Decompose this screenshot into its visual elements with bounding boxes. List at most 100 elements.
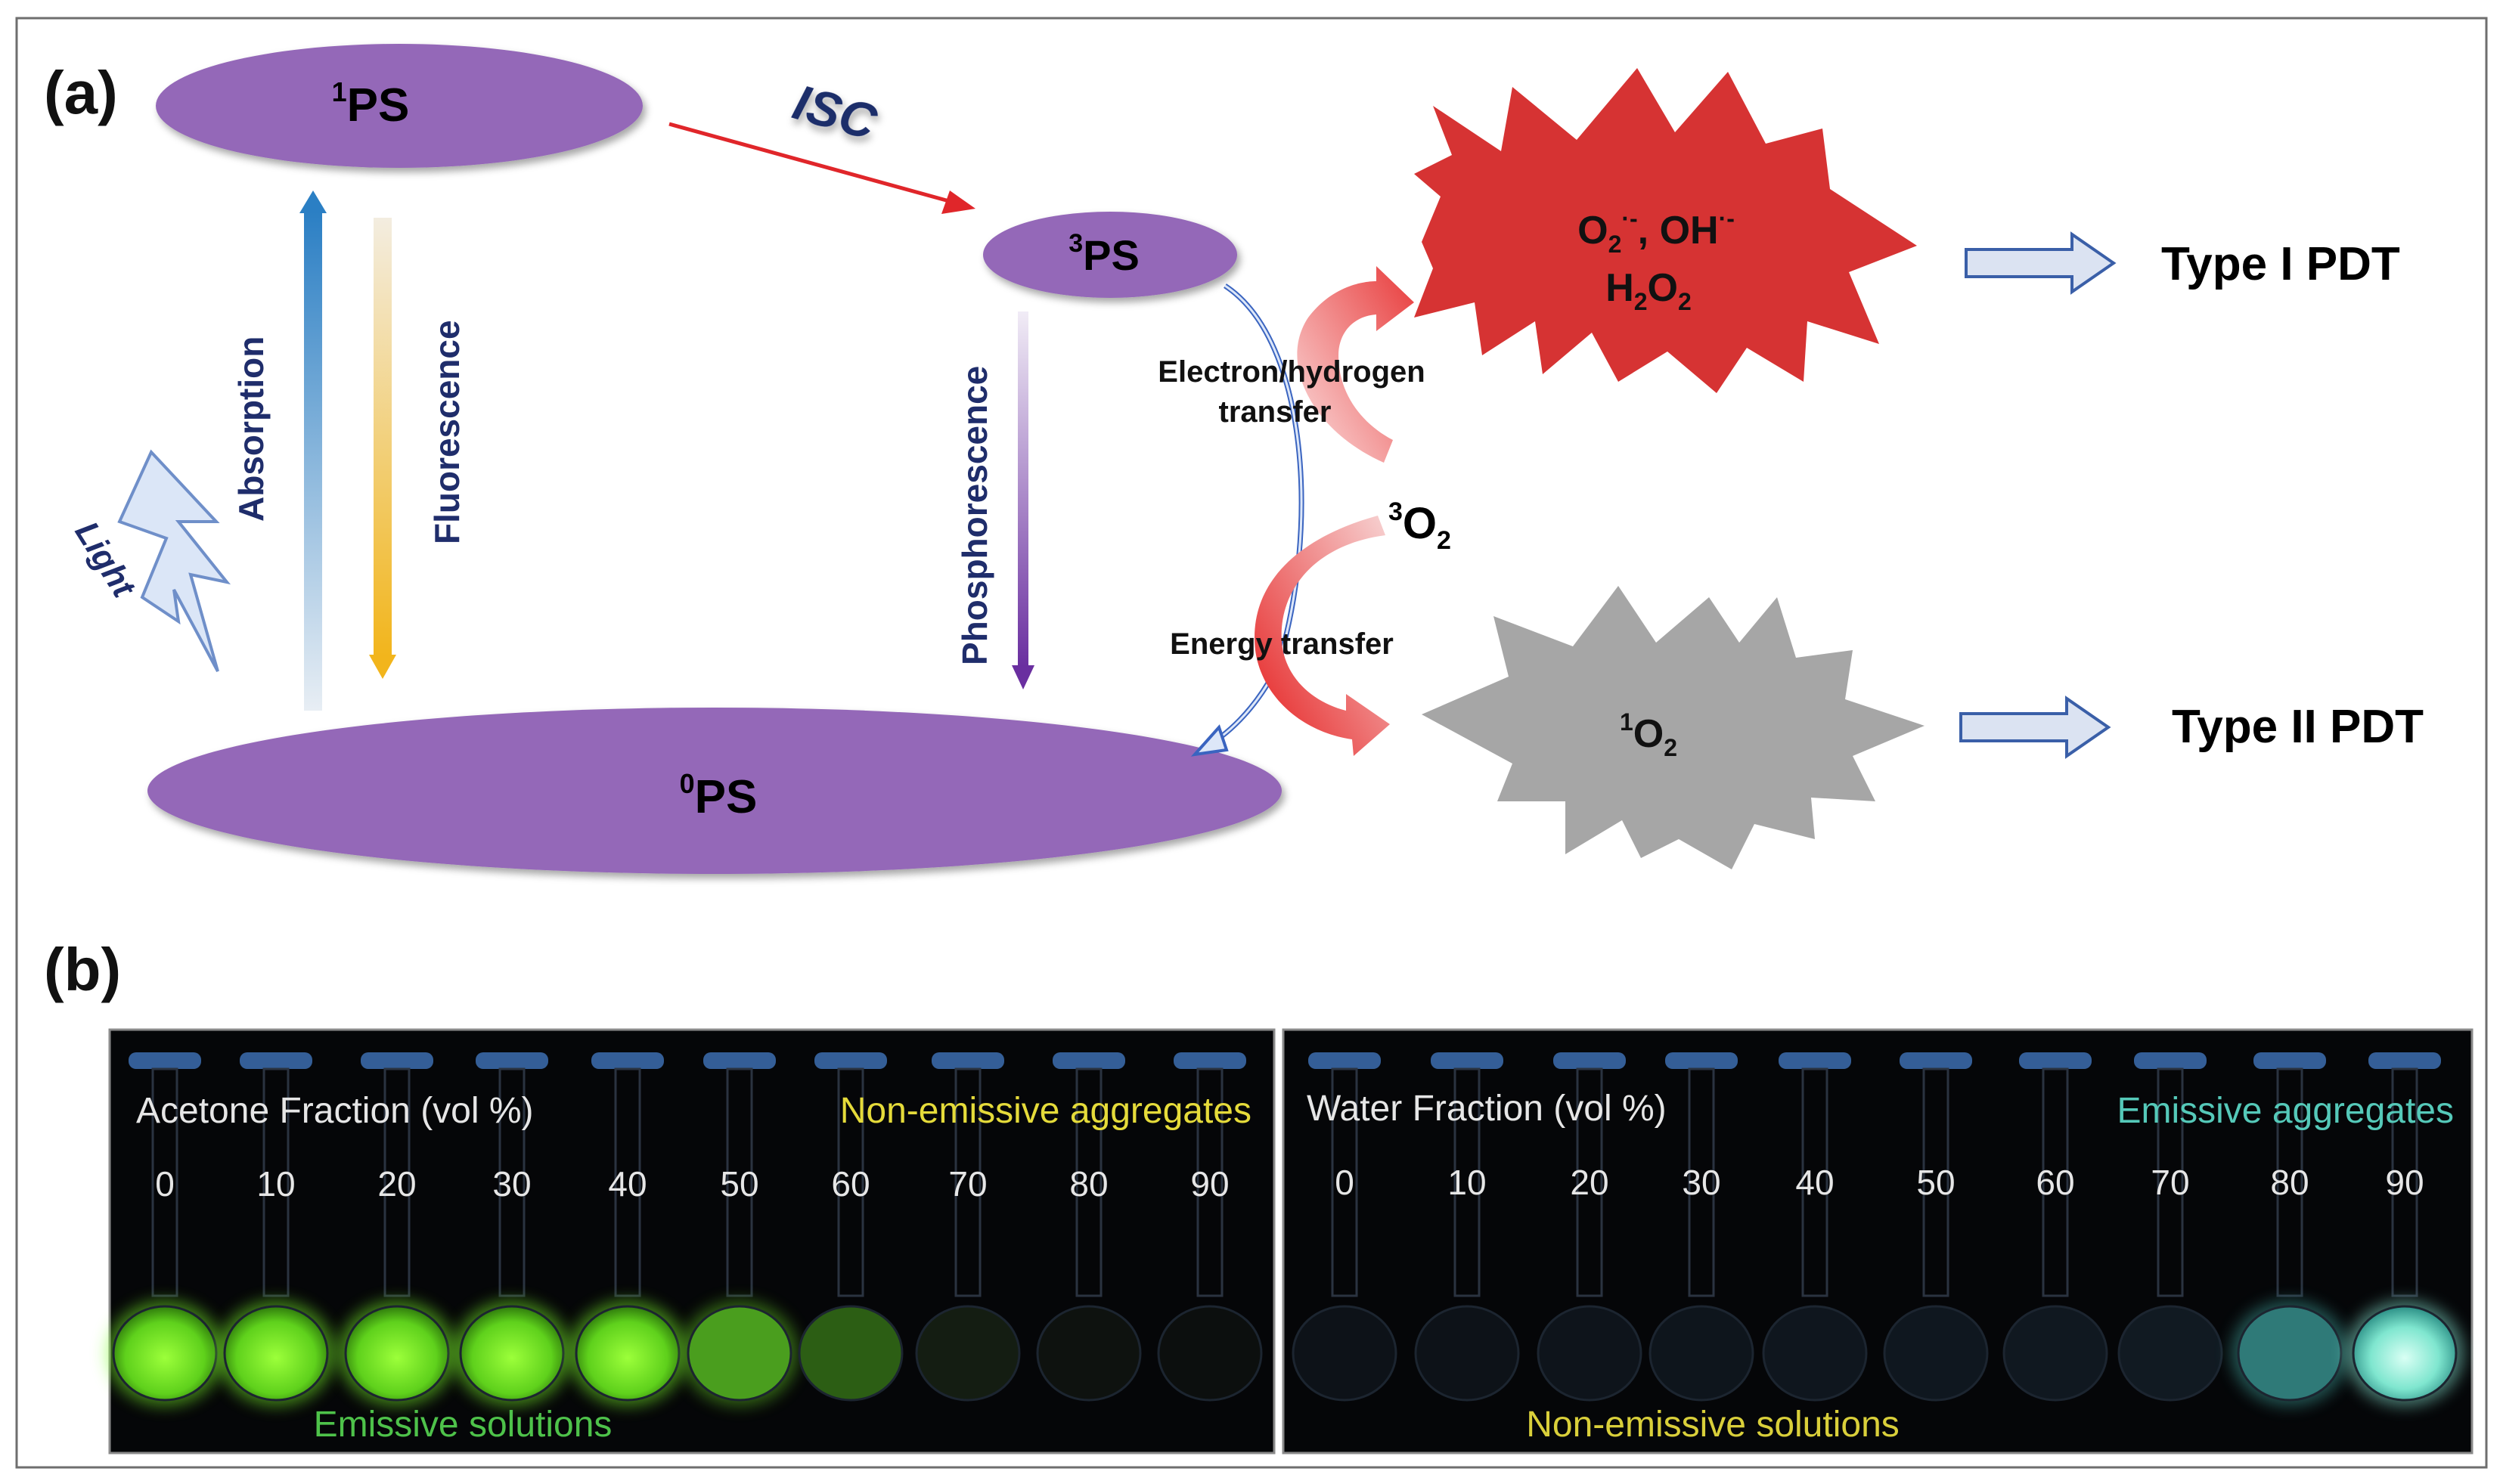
water-fraction-title: Water Fraction (vol %) (1307, 1089, 1667, 1129)
water-flask-cap (1431, 1052, 1503, 1069)
acetone-flask-cap (129, 1052, 201, 1069)
water-flask-neck (1801, 1067, 1828, 1297)
water-flask-cap (2134, 1052, 2207, 1069)
ground-state-label: 0PS (680, 768, 758, 823)
acetone-flask-cap (591, 1052, 664, 1069)
panel-b-label: (b) (44, 936, 121, 1003)
absorption-arrow (304, 212, 322, 711)
water-fraction-80: 80 (2270, 1163, 2309, 1202)
type2-outcome-arrow (1959, 696, 2111, 759)
acetone-flask-1 (217, 1052, 335, 1406)
acetone-flask-bulb (798, 1305, 904, 1402)
acetone-fraction-90: 90 (1190, 1164, 1229, 1204)
type1-ros-starburst (1414, 68, 1917, 393)
water-fraction-60: 60 (2036, 1163, 2074, 1202)
water-fraction-40: 40 (1795, 1163, 1834, 1202)
acetone-flask-cap (814, 1052, 887, 1069)
electron-transfer-arrow (1297, 266, 1414, 463)
water-flask-5 (1883, 1052, 1989, 1402)
acetone-flask-5 (681, 1052, 799, 1406)
electron-transfer-label-line2: transfer (1219, 395, 1332, 429)
water-flask-bulb (1292, 1305, 1397, 1402)
water-flask-cap (2368, 1052, 2441, 1069)
water-flask-cap (1665, 1052, 1738, 1069)
fluorescence-arrowhead (369, 655, 396, 679)
acetone-fraction-70: 70 (948, 1164, 987, 1204)
panel-b: (b) Acetone Fraction (vol %) Non-emissiv… (44, 936, 2474, 1455)
fluorescence-arrow (374, 218, 392, 656)
type2-pdt-label: Type II PDT (2172, 701, 2424, 753)
acetone-flask-0 (106, 1052, 224, 1406)
acetone-flask-neck (383, 1067, 411, 1297)
energy-transfer-label: Energy transfer (1170, 627, 1394, 661)
water-flask-bulb (2352, 1305, 2458, 1402)
acetone-flask-9 (1157, 1052, 1263, 1402)
phosphorescence-label: Phosphorescence (955, 366, 994, 665)
acetone-flask-cap (1053, 1052, 1125, 1069)
acetone-fraction-title: Acetone Fraction (vol %) (136, 1091, 534, 1131)
type1-ros-line1: O2·-, OH·- (1577, 205, 1735, 258)
water-flask-row (1292, 1052, 2464, 1406)
singlet-excited-state-label: 1PS (332, 76, 410, 132)
water-fraction-90: 90 (2385, 1163, 2424, 1202)
acetone-flask-8 (1036, 1052, 1142, 1402)
type1-pdt-label: Type I PDT (2161, 238, 2400, 290)
acetone-flask-neck (726, 1067, 753, 1297)
acetone-flask-cap (703, 1052, 776, 1069)
acetone-flask-row (106, 1052, 1263, 1406)
water-flask-neck (2157, 1067, 2184, 1297)
isc-label: ISC (787, 73, 883, 150)
acetone-flask-bulb (915, 1305, 1021, 1402)
acetone-flask-neck (837, 1067, 864, 1297)
water-flask-cap (1779, 1052, 1851, 1069)
acetone-flask-neck (954, 1067, 982, 1297)
acetone-fraction-60: 60 (831, 1164, 870, 1204)
water-flask-bulb (2117, 1305, 2223, 1402)
acetone-fraction-labels: 0 10 20 30 40 50 60 70 80 90 (155, 1164, 1229, 1204)
acetone-flask-4 (569, 1052, 687, 1406)
type1-outcome-arrow (1965, 231, 2117, 295)
water-flask-neck (2276, 1067, 2303, 1297)
phosphorescence-arrow (1018, 311, 1028, 667)
water-flask-neck (1331, 1067, 1358, 1297)
acetone-flask-cap (1174, 1052, 1246, 1069)
light-label: Light (68, 515, 144, 605)
acetone-flask-bulb (344, 1305, 450, 1402)
water-flask-cap (2253, 1052, 2326, 1069)
acetone-flask-cap (932, 1052, 1004, 1069)
light-bolt-icon (117, 449, 231, 672)
electron-transfer-label-line1: Electron/hydrogen (1158, 355, 1425, 389)
acetone-flask-7 (915, 1052, 1021, 1402)
water-flask-cap (1308, 1052, 1381, 1069)
water-fraction-labels: 0 10 20 30 40 50 60 70 80 90 (1335, 1163, 2424, 1202)
water-flask-bulb (1414, 1305, 1520, 1402)
isc-arrowhead (941, 191, 975, 214)
emissive-solutions-label: Emissive solutions (314, 1405, 613, 1445)
water-flask-6 (2002, 1052, 2108, 1402)
acetone-flask-bulb (1157, 1305, 1263, 1402)
water-flask-neck (2391, 1067, 2418, 1297)
acetone-fraction-40: 40 (608, 1164, 647, 1204)
water-flask-0 (1292, 1052, 1397, 1402)
acetone-flask-3 (453, 1052, 571, 1406)
non-emissive-solutions-label: Non-emissive solutions (1526, 1405, 1900, 1445)
acetone-flask-cap (240, 1052, 312, 1069)
emissive-aggregates-label: Emissive aggregates (2117, 1091, 2454, 1131)
acetone-flask-bulb (459, 1305, 565, 1402)
water-flask-bulb (2002, 1305, 2108, 1402)
acetone-flask-cap (361, 1052, 433, 1069)
acetone-flask-bulb (575, 1305, 681, 1402)
acetone-flask-neck (614, 1067, 641, 1297)
triplet-state-ellipse (983, 212, 1237, 298)
panel-a-label: (a) (44, 59, 118, 126)
isc-arrow (668, 122, 950, 203)
water-flask-1 (1414, 1052, 1520, 1402)
water-flask-2 (1537, 1052, 1642, 1402)
energy-transfer-arrow (1255, 516, 1390, 756)
water-flask-neck (1453, 1067, 1481, 1297)
acetone-flask-2 (338, 1052, 456, 1406)
water-fraction-30: 30 (1682, 1163, 1720, 1202)
phosphorescence-arrowhead (1012, 665, 1034, 689)
panel-a: (a) 1PS 3PS 0PS ISC Absorption Fluoresce… (44, 44, 2424, 874)
acetone-fraction-80: 80 (1069, 1164, 1108, 1204)
